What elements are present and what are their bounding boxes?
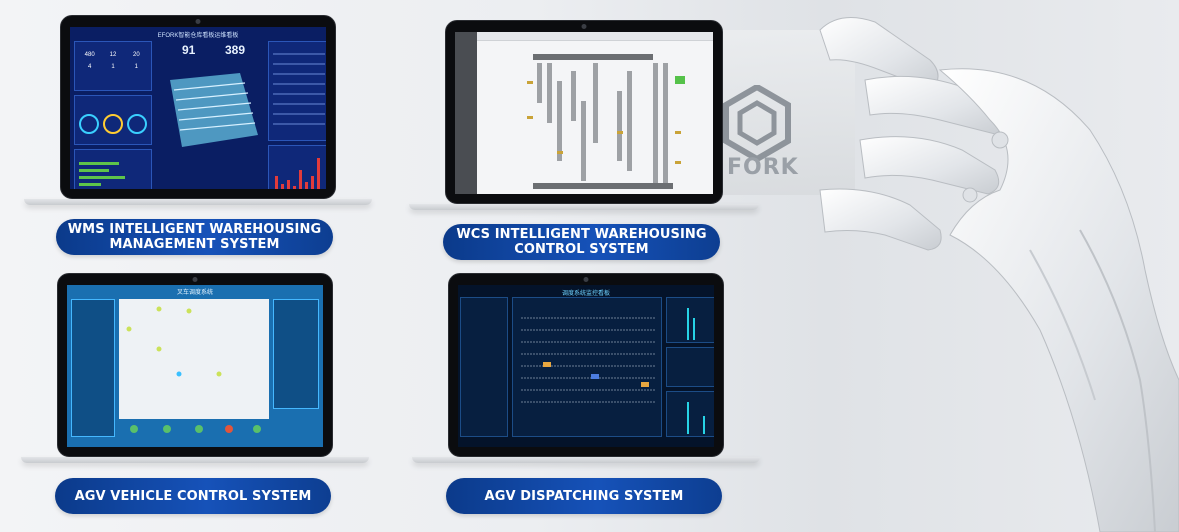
agv-map-area (119, 299, 269, 419)
laptop-base (409, 204, 759, 210)
warehouse-3d-view (170, 73, 258, 147)
cyan-bars (687, 402, 705, 434)
wms-gauge-panel (74, 95, 152, 145)
wcs-sidebar (455, 32, 477, 194)
laptop-base (21, 457, 369, 463)
agv-screen-title: 叉车调度系统 (176, 290, 213, 296)
wms-laptop: EFORK智能仓库看板运维看板 91 389 480 12 20 4 1 1 (24, 15, 372, 205)
vehicle-markers (126, 306, 222, 377)
dispatch-map-panel (512, 297, 662, 437)
dispatch-track-lines (521, 317, 655, 403)
wms-stats-panel: 480 12 20 4 1 1 (74, 41, 152, 91)
caption-line: WCS INTELLIGENT WAREHOUSING (456, 227, 707, 242)
wms-screen-title: EFORK智能仓库看板运维看板 (157, 33, 239, 39)
wms-column-chart (268, 145, 326, 189)
wcs-toolbar (477, 32, 713, 41)
dispatch-chart-top (666, 297, 714, 343)
agv-vehicle-screen[interactable]: 叉车调度系统 (67, 285, 323, 447)
agv-left-panel (71, 299, 115, 437)
camera-dot (192, 277, 198, 282)
wcs-screen[interactable] (455, 32, 713, 194)
wms-bar-panel (74, 149, 152, 189)
wms-stat-b: 389 (225, 43, 246, 57)
agv-right-panel (273, 299, 319, 409)
robot-hand-illustration (700, 17, 1179, 532)
agv-dispatch-laptop: 调度系统监控看板 (412, 273, 760, 463)
wcs-caption[interactable]: WCS INTELLIGENT WAREHOUSING CONTROL SYST… (443, 224, 720, 260)
wms-metric: 1 (111, 64, 115, 70)
caption-line: WMS INTELLIGENT WAREHOUSING (67, 222, 322, 237)
horizontal-bars (79, 162, 125, 186)
logo-text: FORK (727, 155, 799, 180)
cyan-bars (687, 308, 695, 340)
caption-line: MANAGEMENT SYSTEM (109, 237, 280, 252)
caption-line: CONTROL SYSTEM (514, 242, 649, 257)
wms-metric: 12 (109, 52, 117, 58)
agv-dispatch-caption[interactable]: AGV DISPATCHING SYSTEM (446, 478, 722, 514)
agv-vehicle-laptop: 叉车调度系统 (21, 273, 369, 463)
camera-dot (583, 277, 589, 282)
efork-logo-mark (723, 85, 791, 161)
dispatch-chart-mid (666, 347, 714, 387)
agv-vehicle-caption[interactable]: AGV VEHICLE CONTROL SYSTEM (55, 478, 331, 514)
wms-caption[interactable]: WMS INTELLIGENT WAREHOUSING MANAGEMENT S… (56, 219, 333, 255)
camera-dot (195, 19, 201, 24)
wcs-laptop (409, 20, 759, 210)
wms-list-panel (268, 41, 326, 141)
laptop-base (412, 457, 760, 463)
laptop-bezel: 调度系统监控看板 (448, 273, 724, 457)
wms-metric: 1 (134, 64, 138, 70)
wms-metric: 480 (84, 52, 95, 58)
agv-dispatch-screen[interactable]: 调度系统监控看板 (458, 285, 714, 447)
red-bars (275, 158, 320, 189)
wms-screen[interactable]: EFORK智能仓库看板运维看板 91 389 480 12 20 4 1 1 (70, 27, 326, 189)
list-lines (273, 53, 325, 125)
agv-control-buttons (130, 425, 261, 433)
camera-dot (581, 24, 587, 29)
laptop-bezel: 叉车调度系统 (57, 273, 333, 457)
laptop-bezel: EFORK智能仓库看板运维看板 91 389 480 12 20 4 1 1 (60, 15, 336, 199)
wms-metric: 20 (132, 52, 140, 58)
caption-line: AGV DISPATCHING SYSTEM (484, 488, 684, 504)
gauge-rings (79, 114, 147, 134)
laptop-bezel (445, 20, 723, 204)
laptop-base (24, 199, 372, 205)
wms-stat-a: 91 (182, 43, 196, 57)
dispatch-screen-title: 调度系统监控看板 (561, 291, 610, 297)
wms-metric: 4 (87, 64, 92, 70)
caption-line: AGV VEHICLE CONTROL SYSTEM (74, 488, 312, 504)
dispatch-left-panel (460, 297, 508, 437)
wcs-layout-diagram (527, 54, 685, 189)
dispatch-chart-bottom (666, 391, 714, 437)
